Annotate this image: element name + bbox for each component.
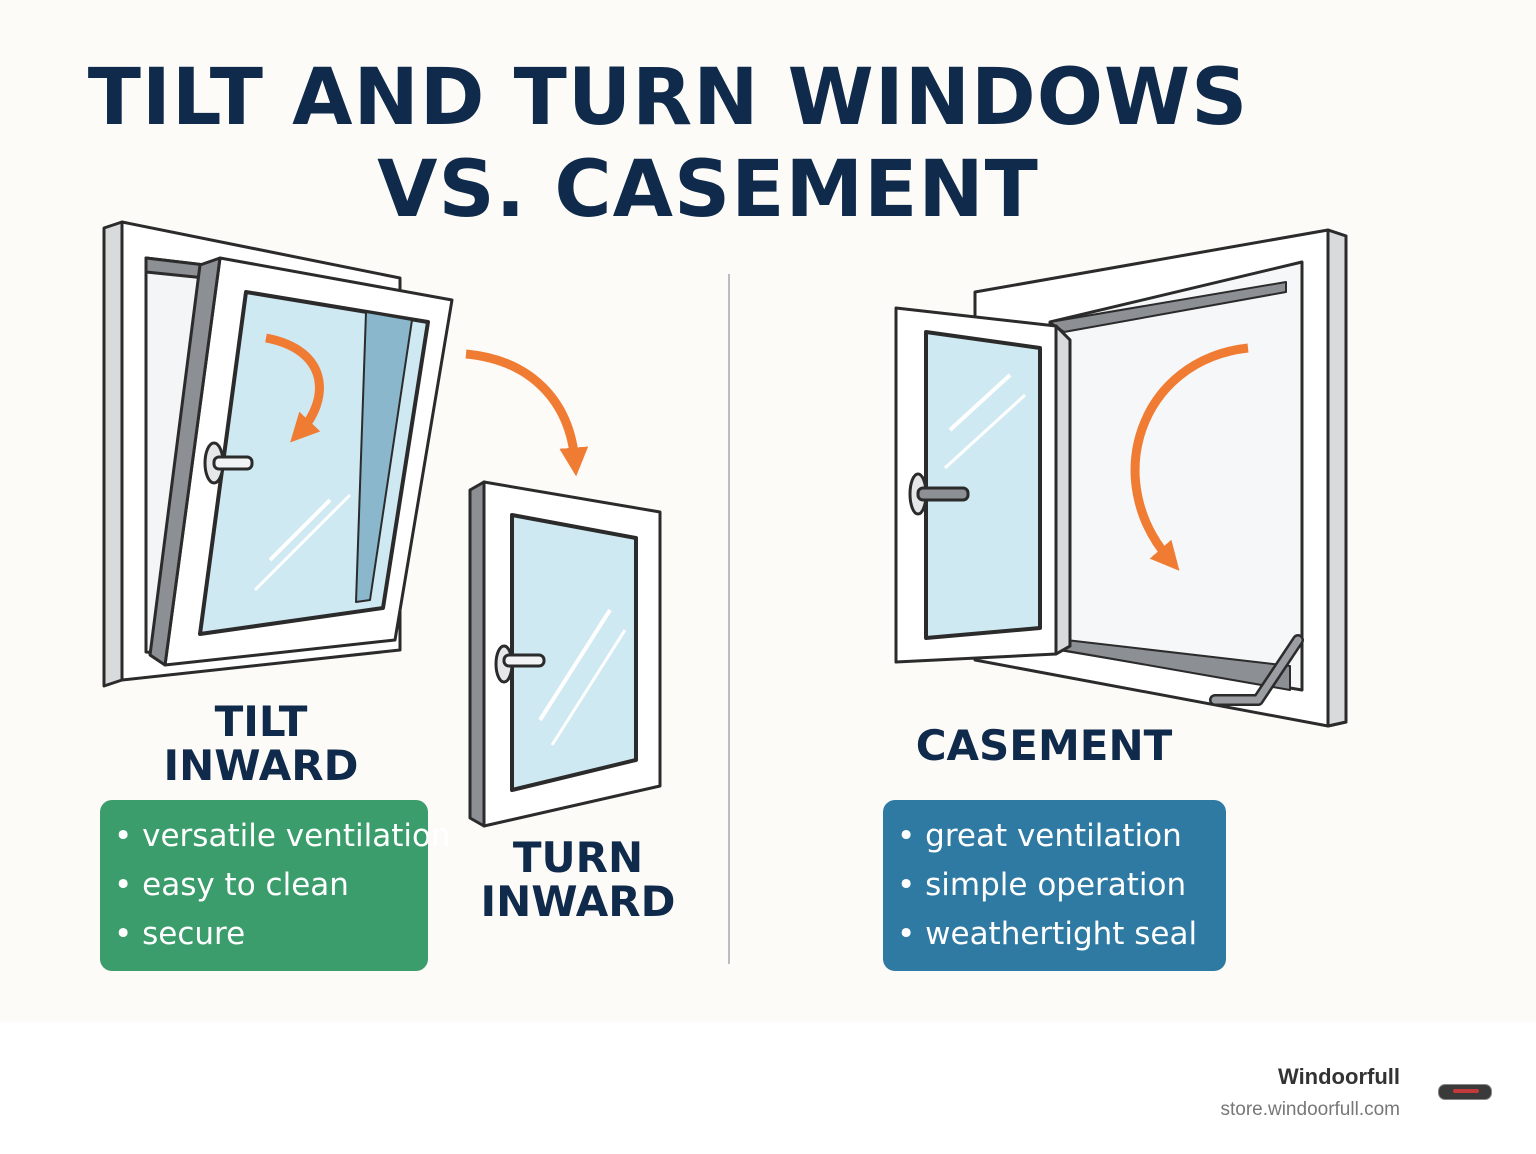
footer-brand: Windoorfull	[1278, 1064, 1400, 1089]
casement-glass	[924, 330, 1042, 640]
tilt-label-line1: TILT	[214, 697, 308, 746]
window-handle-icon	[203, 441, 254, 485]
page-title-line2: VS. CASEMENT	[377, 145, 1039, 235]
tilt-window-illustration	[102, 220, 454, 688]
turn-label-line2: INWARD	[480, 877, 676, 926]
turn-glass	[510, 513, 638, 792]
list-item: • easy to clean	[114, 867, 349, 903]
curved-arrow-icon	[1130, 343, 1249, 571]
list-item: • weathertight seal	[897, 916, 1198, 952]
footer-url[interactable]: store.windoorfull.com	[1220, 1099, 1400, 1120]
turn-window-illustration	[468, 480, 662, 828]
section-divider	[728, 274, 730, 964]
casement-label: CASEMENT	[915, 721, 1173, 770]
page-title-line1: TILT AND TURN WINDOWS	[87, 53, 1249, 143]
list-item: • versatile ventilation	[114, 818, 451, 854]
list-item: • great ventilation	[897, 818, 1182, 854]
list-item: • secure	[114, 916, 246, 952]
casement-window-illustration	[894, 228, 1348, 728]
windoorfull-logo	[1438, 1084, 1492, 1100]
curved-arrow-icon	[265, 333, 324, 443]
turn-inward-label: TURN INWARD	[470, 836, 686, 924]
list-item: • simple operation	[897, 867, 1187, 903]
tilt-label-line2: INWARD	[163, 741, 359, 790]
casement-benefits-box: • great ventilation • simple operation •…	[883, 800, 1226, 971]
turn-label-line1: TURN	[512, 833, 644, 882]
windows-illustration	[102, 220, 1348, 828]
tilt-inward-label: TILT INWARD	[150, 700, 372, 788]
curved-arrow-icon	[465, 349, 589, 477]
casement-stay-arm	[1209, 634, 1304, 706]
tilt-outer-frame	[102, 220, 124, 688]
window-handle-icon	[908, 472, 970, 516]
window-handle-icon	[494, 644, 546, 684]
tilt-turn-benefits-box: • versatile ventilation • easy to clean …	[100, 800, 451, 971]
